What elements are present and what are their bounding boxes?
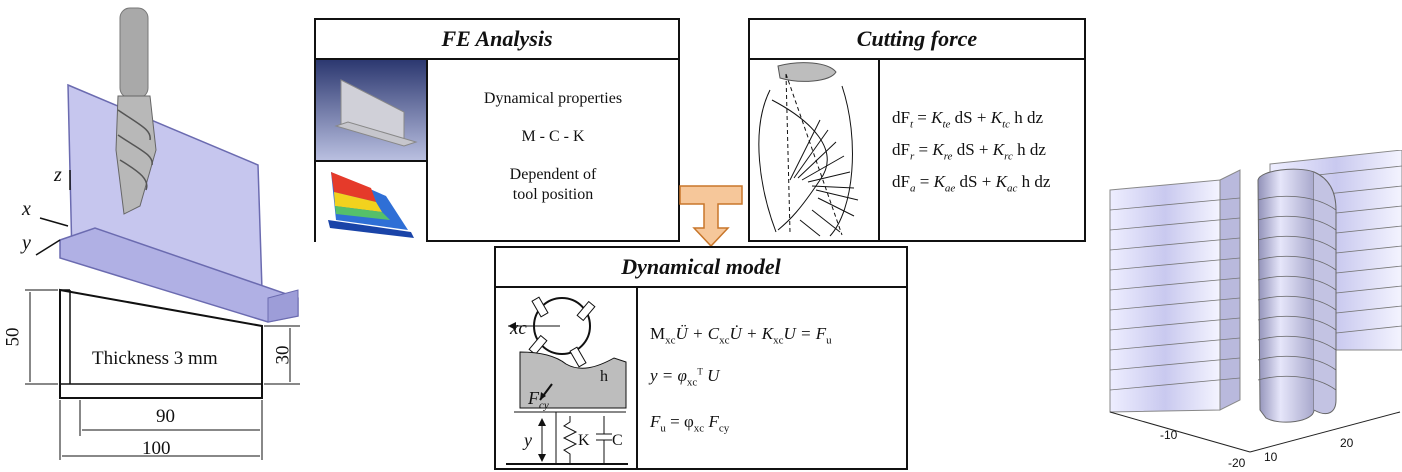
axis-x-label: x	[22, 198, 31, 220]
profile-drawing	[59, 288, 263, 399]
label-c: C	[612, 432, 623, 449]
eq-motion: MxcÜ + CxcU̇ + KxcU = Fu	[650, 324, 832, 347]
tick-20: 20	[1340, 436, 1354, 450]
axis-y-label: y	[22, 232, 31, 254]
dynamic-model-sketch	[506, 296, 628, 465]
fe-mode-shape-image	[316, 162, 426, 242]
cutting-force-title: Cutting force	[750, 20, 1084, 60]
eq-dFa: dFa = Kae dS + Kac h dz	[892, 172, 1051, 195]
tool-shank	[119, 7, 149, 99]
label-h: h	[600, 368, 608, 385]
label-xc: xc	[510, 318, 527, 339]
thickness-label: Thickness 3 mm	[92, 348, 218, 369]
dynamical-model-title: Dynamical model	[496, 248, 906, 288]
fe-line1: Dynamical properties	[483, 90, 623, 107]
eq-dFt: dFt = Kte dS + Ktc h dz	[892, 108, 1044, 131]
fe-line3: Dependent of	[509, 166, 597, 183]
dim-50: 50	[2, 327, 24, 347]
dim-30: 30	[272, 345, 294, 365]
dim-90: 90	[156, 406, 175, 427]
eq-force: Fu = φxc Fcy	[650, 412, 730, 435]
label-fcy: Fcy	[528, 388, 549, 412]
fe-line4: tool position	[512, 186, 594, 203]
cutting-force-panel: Cutting force dFt = Kte dS + Ktc h dz dF…	[748, 18, 1086, 242]
axis-z-label: z	[54, 164, 62, 186]
flow-arrow	[679, 185, 743, 248]
tick-neg10: -10	[1160, 428, 1178, 442]
dim-100: 100	[142, 438, 171, 459]
surface-plot	[1109, 150, 1402, 453]
label-k: K	[578, 432, 590, 449]
dynamical-model-panel: Dynamical model xc Fcy h y K C MxcÜ + Cx…	[494, 246, 908, 470]
label-y: y	[524, 430, 532, 450]
tick-neg20: -20	[1228, 456, 1246, 470]
eq-output: y = φxcT U	[650, 366, 720, 389]
eq-dFr: dFr = Kre dS + Krc h dz	[892, 140, 1046, 163]
workpiece-drawing	[25, 7, 300, 460]
fe-line2: M - C - K	[521, 128, 585, 145]
fe-analysis-panel: FE Analysis Dynamical properties M - C -…	[314, 18, 680, 242]
tick-10: 10	[1264, 450, 1278, 464]
tool-force-sketch	[758, 62, 859, 237]
fe-mesh-image	[316, 60, 426, 160]
fe-analysis-title: FE Analysis	[316, 20, 678, 60]
